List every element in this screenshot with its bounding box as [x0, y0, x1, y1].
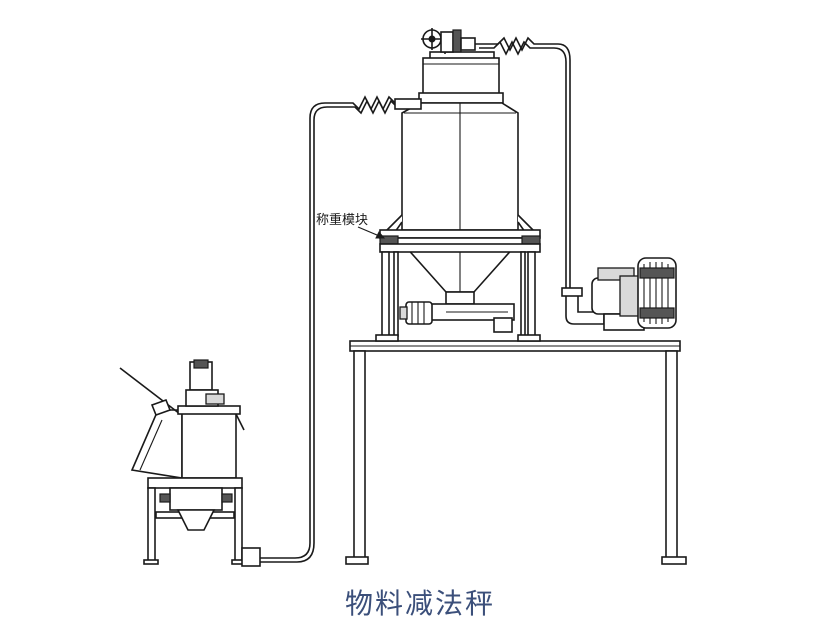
main-hopper: [379, 51, 541, 305]
weighing-module-label: 称重模块: [316, 212, 368, 228]
diagram-caption: 物料减法秤: [344, 587, 495, 620]
weighing-module-right: [521, 235, 541, 245]
vacuum-hose: [475, 36, 571, 291]
weighing-module-annotation: 称重模块: [316, 212, 386, 239]
support-table: [345, 340, 687, 565]
vacuum-blower: [561, 257, 677, 331]
feeding-station: [119, 359, 261, 567]
screw-feeder: [399, 301, 515, 333]
material-hose: [260, 95, 422, 563]
top-valve: [421, 28, 476, 54]
hopper-frame: [375, 243, 541, 342]
